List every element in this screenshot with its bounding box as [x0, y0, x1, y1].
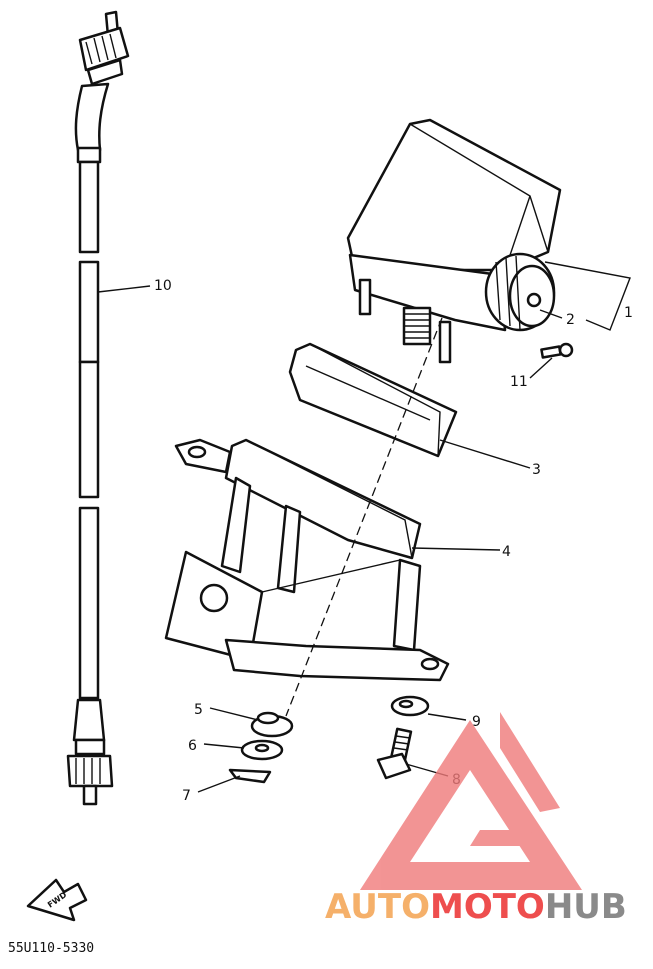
grommet	[250, 711, 294, 738]
clip	[228, 768, 272, 784]
collar	[240, 739, 284, 761]
meter-cushion	[288, 342, 458, 458]
callout-6: 6	[188, 738, 197, 754]
speedometer-cable	[66, 10, 130, 806]
watermark-logo	[360, 712, 582, 890]
speedometer-assembly	[346, 118, 562, 364]
callout-11: 11	[510, 374, 528, 390]
nut	[390, 695, 430, 717]
callout-3: 3	[532, 462, 541, 478]
callout-1: 1	[624, 305, 633, 321]
callout-10: 10	[154, 278, 172, 294]
forward-arrow-icon: FWD	[26, 878, 88, 922]
callout-2: 2	[566, 312, 575, 328]
diagram-code: 55U110-5330	[8, 941, 94, 956]
callout-4: 4	[502, 544, 511, 560]
screw	[540, 342, 574, 359]
callout-5: 5	[194, 702, 203, 718]
callout-9: 9	[472, 714, 481, 730]
meter-bracket	[164, 438, 450, 682]
watermark-text: AUTOMOTOHUB	[325, 887, 627, 927]
callout-7: 7	[182, 788, 191, 804]
bolt	[376, 727, 413, 780]
